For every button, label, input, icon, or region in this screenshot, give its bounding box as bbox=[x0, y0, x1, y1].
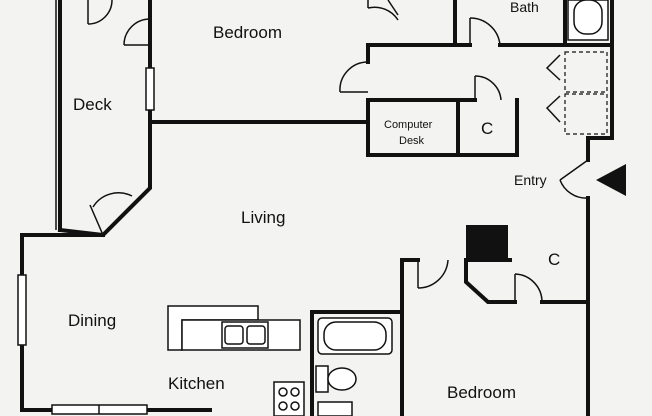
fixtures bbox=[167, 0, 609, 416]
label-bedroom-top: Bedroom bbox=[213, 23, 282, 42]
label-computer-desk-2: Desk bbox=[399, 135, 425, 147]
room-labels: Bath Bedroom Deck Computer Desk C Entry … bbox=[68, 0, 560, 402]
label-computer-desk-1: Computer bbox=[384, 119, 433, 131]
label-bath: Bath bbox=[510, 0, 539, 15]
label-closet-right: C bbox=[548, 250, 560, 269]
walls bbox=[20, 0, 614, 416]
toilet bbox=[315, 365, 329, 393]
windows bbox=[17, 67, 155, 415]
entry-arrow-icon bbox=[596, 164, 626, 196]
label-living: Living bbox=[241, 208, 285, 227]
fireplace-block bbox=[466, 225, 508, 260]
stove bbox=[273, 381, 305, 416]
doors bbox=[87, 0, 589, 303]
label-deck: Deck bbox=[73, 95, 112, 114]
top-door-edge bbox=[387, 0, 399, 16]
label-entry: Entry bbox=[514, 172, 547, 188]
vanity bbox=[317, 401, 353, 416]
label-kitchen: Kitchen bbox=[168, 374, 225, 393]
closet-shelving bbox=[564, 51, 608, 135]
label-closet-top: C bbox=[481, 119, 493, 138]
label-bedroom-bottom: Bedroom bbox=[447, 383, 516, 402]
label-dining: Dining bbox=[68, 311, 116, 330]
